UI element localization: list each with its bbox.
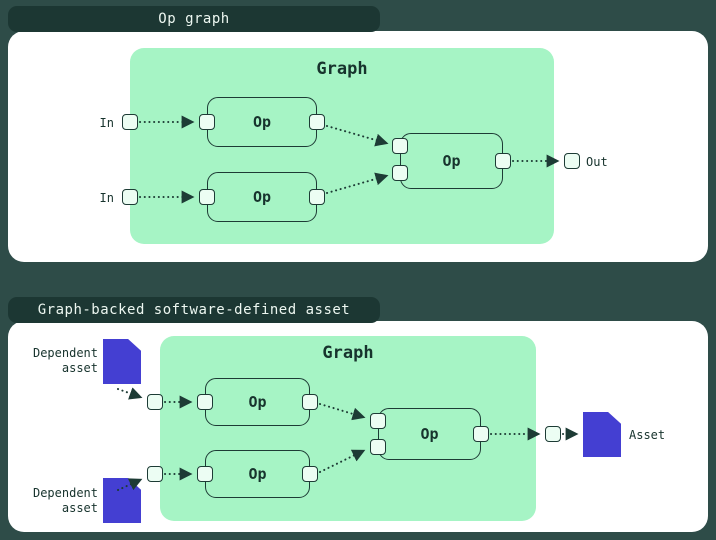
graph-title: Graph xyxy=(316,59,368,79)
op-output-port xyxy=(302,466,318,482)
asset-input-port xyxy=(147,394,163,410)
op-output-port xyxy=(309,189,325,205)
asset-label: Asset xyxy=(629,428,666,442)
out-label: Out xyxy=(586,155,608,169)
dependent-asset-icon xyxy=(103,478,141,523)
op-input-port xyxy=(197,394,213,410)
graph-output-port xyxy=(564,153,580,169)
op-input-port xyxy=(197,466,213,482)
op-input-port xyxy=(199,114,215,130)
op-input-port xyxy=(392,138,408,154)
op-input-port xyxy=(370,439,386,455)
op-output-port xyxy=(302,394,318,410)
op-node: Op xyxy=(205,450,310,498)
graph-title: Graph xyxy=(322,343,374,363)
op-node: Op xyxy=(205,378,310,426)
in-label: In xyxy=(99,191,114,205)
op-graph-tab: Op graph xyxy=(8,6,380,32)
op-node: Op xyxy=(207,172,317,222)
op-output-port xyxy=(309,114,325,130)
dependent-asset-label: Dependent asset xyxy=(32,346,98,375)
op-input-port xyxy=(392,165,408,181)
op-input-port xyxy=(370,413,386,429)
op-output-port xyxy=(473,426,489,442)
dependent-asset-icon xyxy=(103,339,141,384)
asset-graph-tab: Graph-backed software-defined asset xyxy=(8,297,380,323)
op-node: Op xyxy=(378,408,481,460)
in-label: In xyxy=(99,116,114,130)
dependent-asset-label: Dependent asset xyxy=(32,486,98,515)
graph-input-port xyxy=(122,189,138,205)
asset-input-port xyxy=(147,466,163,482)
graph-input-port xyxy=(122,114,138,130)
asset-output-port xyxy=(545,426,561,442)
graph-container xyxy=(130,48,554,244)
op-node: Op xyxy=(400,133,503,189)
op-input-port xyxy=(199,189,215,205)
asset-icon xyxy=(583,412,621,457)
op-output-port xyxy=(495,153,511,169)
op-node: Op xyxy=(207,97,317,147)
